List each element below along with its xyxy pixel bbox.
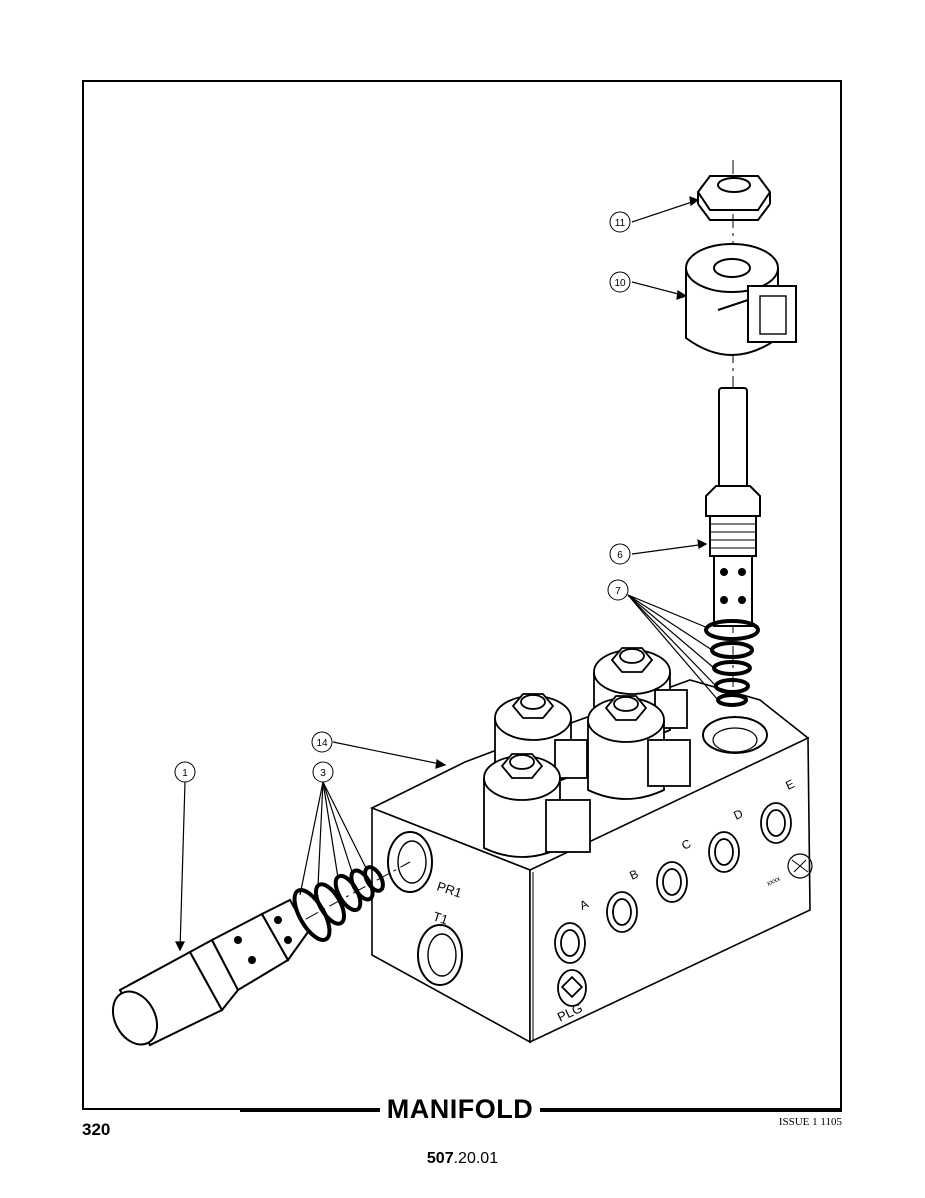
- installed-coils: [483, 647, 691, 858]
- callout-11: 11: [609, 211, 631, 233]
- issue-label: ISSUE 1 1105: [778, 1116, 842, 1128]
- document-code-rest: .20.01: [453, 1150, 499, 1167]
- svg-text:3: 3: [320, 768, 326, 779]
- o-rings-horizontal: [292, 865, 385, 942]
- callout-6: 6: [609, 543, 631, 565]
- document-code: 507.20.01: [0, 1150, 925, 1168]
- svg-text:10: 10: [614, 278, 626, 289]
- hex-nut: [696, 175, 772, 221]
- title-rule-left: [240, 1110, 380, 1112]
- leader-lines: [175, 196, 719, 952]
- relief-cartridge: [111, 898, 310, 1047]
- page-number: 320: [82, 1120, 111, 1139]
- cartridge-valve: [705, 387, 761, 627]
- svg-text:6: 6: [617, 550, 623, 561]
- document-code-bold: 507: [426, 1150, 454, 1167]
- callout-3: 3: [312, 761, 334, 783]
- section-title: MANIFOLD: [380, 1094, 540, 1125]
- callout-7: 7: [607, 579, 629, 601]
- port-label-t1: T1: [431, 909, 450, 928]
- manifold-block: [370, 679, 813, 1044]
- svg-text:1: 1: [182, 768, 188, 779]
- svg-text:14: 14: [316, 738, 328, 749]
- svg-text:7: 7: [615, 586, 621, 597]
- port-label-pr1: PR1: [435, 879, 464, 901]
- callout-14: 14: [311, 731, 333, 753]
- callout-10: 10: [609, 271, 631, 293]
- solenoid-coil: [685, 243, 797, 356]
- port-holes: [554, 802, 792, 1007]
- horizontal-axis-line: [139, 861, 411, 1011]
- title-rule-right: [540, 1110, 842, 1112]
- callout-1: 1: [174, 761, 196, 783]
- svg-text:11: 11: [615, 218, 626, 229]
- callouts: 11 10 6 7 14 1 3: [174, 211, 631, 783]
